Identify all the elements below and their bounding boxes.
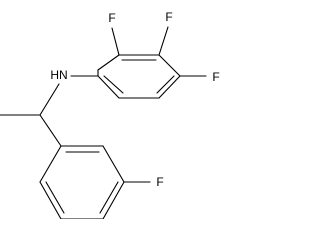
chemical-structure-diagram: F F F HN F xyxy=(0,10,220,219)
ring-a-bond-6-inner xyxy=(103,75,124,94)
f-bond-2 xyxy=(111,27,120,56)
ring-b-bond-2-inner xyxy=(45,181,65,214)
f-bond-3 xyxy=(158,26,169,56)
ring-b-bond-5 xyxy=(102,145,125,183)
ring-b-bond-1 xyxy=(39,145,62,183)
atom-label-hn: HN xyxy=(50,68,67,82)
atom-label-f-4: F xyxy=(212,70,219,84)
ring-b-bond-4-inner xyxy=(99,181,119,214)
ring-a-bond-4 xyxy=(158,75,181,99)
ch-aryl-bond xyxy=(39,114,62,147)
trifluorophenyl-ring xyxy=(97,54,181,99)
atom-label-f-3: F xyxy=(165,10,172,24)
ring-b-bond-2 xyxy=(39,181,62,219)
atom-label-f-2: F xyxy=(108,11,115,25)
ring-a-bond-1 xyxy=(97,54,120,71)
ring-a-bond-6 xyxy=(97,75,120,99)
fluorophenyl-ring xyxy=(39,145,125,219)
ring-b-bond-4 xyxy=(102,181,125,219)
ring-a-bond-4-inner xyxy=(156,75,175,94)
n-ch-bond xyxy=(39,83,60,116)
atom-label-f-meta: F xyxy=(156,175,163,189)
ring-a-bond-3 xyxy=(158,54,181,77)
